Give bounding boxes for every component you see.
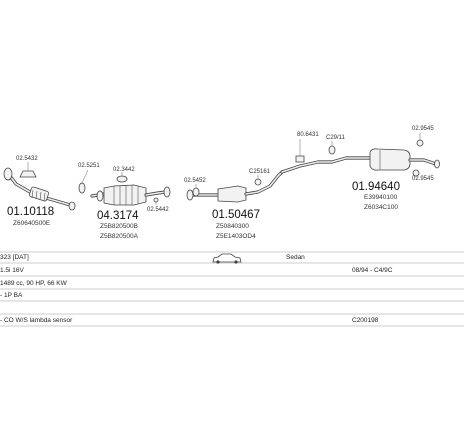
- rear-silencer: [280, 148, 440, 174]
- rear-silencer-hanger-bottom: [412, 169, 420, 178]
- date-range-cell: 08/94 - C4/9C: [352, 267, 393, 274]
- center-silencer-hanger: [254, 175, 262, 186]
- part-oem-z5b820500b: Z5B820500B: [100, 223, 138, 230]
- model-cell: 323 [DAT]: [0, 254, 29, 261]
- catalyst-bolt: [153, 197, 159, 205]
- part-oem-z60640500e: Z60640500E: [13, 220, 51, 227]
- accessory-label-02-5452: 02.5452: [184, 178, 206, 184]
- part-code-01-10118: 01.10118: [7, 206, 54, 218]
- part-code-01-94640: 01.94640: [352, 181, 400, 193]
- accessory-label-c25161: C25161: [249, 169, 271, 175]
- reference-cell: C200198: [352, 317, 379, 324]
- vehicle-info-table: [0, 251, 464, 327]
- part-oem-z5e1403od4: Z5E1403OD4: [216, 233, 256, 240]
- accessory-label-02-9545-bottom: 02.9545: [412, 176, 434, 182]
- rear-silencer-gasket: [328, 141, 336, 155]
- engine-power-cell: 1489 cc, 90 HP, 66 KW: [0, 280, 68, 287]
- fuel-cell: - 1P BA: [0, 292, 23, 299]
- accessory-label-02-3442: 02.3442: [113, 167, 135, 173]
- part-code-01-50467: 01.50467: [212, 209, 260, 221]
- part-oem-z6034c100: Z6034C100: [364, 204, 398, 211]
- part-oem-z50840300: Z50840300: [216, 223, 249, 230]
- rear-silencer-hanger-top: [416, 133, 424, 147]
- part-code-04-3174: 04.3174: [97, 210, 139, 222]
- center-silencer: [186, 170, 284, 203]
- accessory-label-02-5442: 02.5442: [147, 207, 169, 213]
- accessory-label-02-5251: 02.5251: [78, 163, 100, 169]
- accessory-label-c29-11: C29/11: [326, 135, 346, 141]
- part-oem-e39940100: E39940100: [364, 194, 398, 201]
- catalytic-converter: [90, 184, 171, 206]
- front-pipe-clamp: [78, 169, 89, 194]
- accessory-label-02-9545-top: 02.9545: [412, 126, 434, 132]
- sedan-car-icon: [212, 253, 242, 264]
- front-pipe-bracket: [19, 162, 37, 178]
- rear-silencer-clamp: [295, 139, 305, 163]
- center-silencer-gasket: [192, 184, 200, 197]
- accessory-label-80-6431: 80.6431: [297, 132, 319, 138]
- accessory-label-02-5432: 02.5432: [16, 156, 38, 162]
- front-pipe-assembly: [3, 167, 76, 211]
- catalyst-gasket: [116, 172, 128, 183]
- engine-cell: 1.5i 16V: [0, 267, 25, 274]
- note-cell: - CO W/S lambda sensor: [0, 317, 73, 324]
- body-type-cell: Sedan: [286, 254, 305, 261]
- part-oem-z5b820500a: Z5B820500A: [100, 233, 139, 240]
